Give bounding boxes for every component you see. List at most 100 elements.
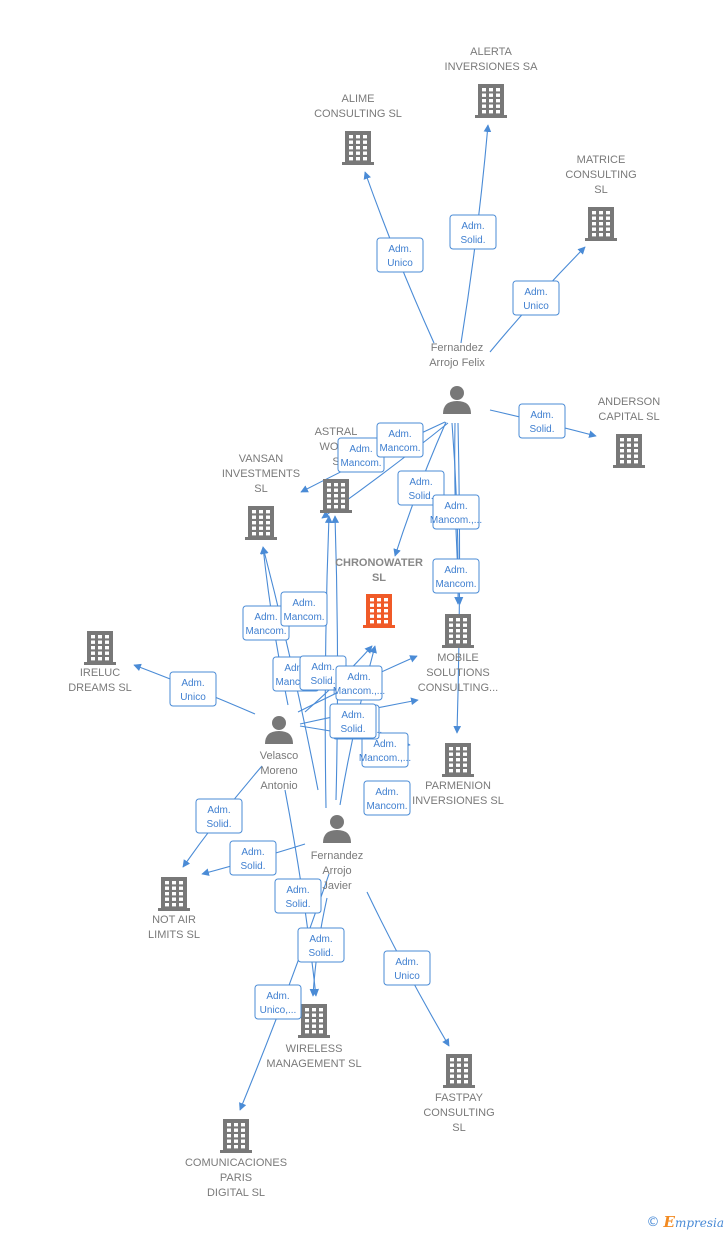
node-mobile[interactable]: MOBILESOLUTIONSCONSULTING... bbox=[418, 614, 498, 694]
node-label: Moreno bbox=[260, 765, 297, 777]
edge-label-text: Adm. bbox=[341, 710, 364, 721]
building-icon bbox=[320, 479, 352, 513]
node-label: WIRELESS bbox=[286, 1043, 343, 1055]
edge-label[interactable]: Adm. Unico bbox=[376, 237, 424, 273]
person-icon bbox=[323, 815, 351, 843]
edge-label-text: Adm. bbox=[309, 934, 332, 945]
node-alime[interactable]: ALIME CONSULTING SL bbox=[314, 93, 402, 165]
building-icon bbox=[220, 1119, 252, 1153]
edge-label[interactable]: Adm. Mancom.,... bbox=[430, 494, 482, 530]
edge-label-text: Adm. bbox=[254, 612, 277, 623]
edge-label-text: Mancom. bbox=[366, 801, 407, 812]
edge-label-text: Adm. bbox=[349, 444, 372, 455]
building-icon bbox=[363, 594, 395, 628]
edge-label-text: Unico bbox=[387, 258, 413, 269]
edge-label-text: Adm. bbox=[347, 672, 370, 683]
node-label: MANAGEMENT SL bbox=[266, 1058, 361, 1070]
node-label: Arrojo bbox=[322, 865, 351, 877]
edge-label-text: Mancom.,... bbox=[333, 686, 385, 697]
edge-label-text: Adm. bbox=[524, 287, 547, 298]
node-label: S bbox=[332, 456, 339, 468]
edge-label[interactable]: Adm.Unico bbox=[169, 671, 217, 707]
node-alerta[interactable]: ALERTA INVERSIONES SA bbox=[445, 46, 539, 118]
node-label: CONSULTING SL bbox=[314, 108, 402, 120]
edge-label[interactable]: Adm. Mancom. bbox=[363, 780, 411, 816]
edge-label-text: Adm. bbox=[461, 221, 484, 232]
edge-label-text: Solid. bbox=[308, 948, 333, 959]
person-icon bbox=[265, 716, 293, 744]
edge-label-text: Adm. bbox=[373, 739, 396, 750]
edge-label-text: Adm. bbox=[530, 410, 553, 421]
node-label: SL bbox=[254, 483, 267, 495]
edge-label-text: Mancom.,... bbox=[430, 515, 482, 526]
edge-label-text: Adm. bbox=[207, 805, 230, 816]
building-icon bbox=[442, 743, 474, 777]
node-label: INVESTMENTS bbox=[222, 468, 300, 480]
edge-label-text: Solid. bbox=[285, 899, 310, 910]
node-label: SL bbox=[452, 1122, 465, 1134]
edge-label[interactable]: Adm.Solid. bbox=[195, 798, 243, 834]
edge-label[interactable]: Adm. Solid. bbox=[449, 214, 497, 250]
node-label: ASTRAL bbox=[315, 426, 358, 438]
edge-label-text: Adm. bbox=[388, 244, 411, 255]
building-icon bbox=[342, 131, 374, 165]
node-label: SL bbox=[372, 572, 386, 584]
edge-label-text: Adm. bbox=[311, 662, 334, 673]
node-label: INVERSIONES SA bbox=[445, 61, 539, 73]
edge-label-text: Adm. bbox=[409, 477, 432, 488]
node-label: SOLUTIONS bbox=[426, 667, 490, 679]
node-label: Fernandez bbox=[431, 342, 484, 354]
edge-label-text: Solid. bbox=[310, 676, 335, 687]
edge-label[interactable]: Adm.Mancom. bbox=[280, 591, 328, 627]
node-label: ALIME bbox=[341, 93, 374, 105]
edge-label[interactable]: Adm. Solid. bbox=[274, 878, 322, 914]
node-label: Arrojo Felix bbox=[429, 357, 485, 369]
edge-label[interactable]: Adm.Mancom. bbox=[376, 422, 424, 458]
node-wireless[interactable]: WIRELESS MANAGEMENT SL bbox=[266, 1004, 362, 1070]
copyright-icon: © bbox=[646, 1214, 660, 1230]
node-label: ALERTA bbox=[470, 46, 512, 58]
edge-label-text: Mancom.,... bbox=[359, 753, 411, 764]
edge-label-text: Adm. bbox=[286, 885, 309, 896]
edge-label-text: Unico bbox=[394, 971, 420, 982]
edge-label-text: Mancom. bbox=[379, 443, 420, 454]
building-icon bbox=[443, 1054, 475, 1088]
edge-label[interactable]: Adm.Solid. bbox=[329, 703, 377, 739]
edge-label[interactable]: Adm. Mancom.,... bbox=[359, 732, 411, 768]
building-icon bbox=[158, 877, 190, 911]
edge-label[interactable]: Adm. Unico bbox=[512, 280, 560, 316]
edge-label-text: Adm. bbox=[284, 663, 307, 674]
building-icon bbox=[298, 1004, 330, 1038]
building-icon bbox=[442, 614, 474, 648]
edge-label[interactable]: Adm.Mancom. bbox=[432, 558, 480, 594]
edge-label[interactable]: Adm.Unico bbox=[383, 950, 431, 986]
edge-label[interactable]: Adm. Solid. bbox=[518, 403, 566, 439]
edge-label[interactable]: Adm.Unico,... bbox=[254, 984, 302, 1020]
edge-label[interactable]: Adm.Solid. bbox=[397, 470, 445, 506]
edge-label[interactable]: Adm. Solid. bbox=[297, 927, 345, 963]
edge-label-text: Unico bbox=[523, 301, 549, 312]
edge-label[interactable]: Adm.Solid. bbox=[229, 840, 277, 876]
edge-label-text: Solid. bbox=[460, 235, 485, 246]
edge-label-text: Adm. bbox=[444, 501, 467, 512]
edge-label-text: Unico,... bbox=[260, 1005, 297, 1016]
node-label: LIMITS SL bbox=[148, 929, 200, 941]
edge-label-text: Unico bbox=[180, 692, 206, 703]
edge-label-text: Solid. bbox=[529, 424, 554, 435]
edge-label[interactable]: Adm. Mancom.,... bbox=[333, 665, 385, 701]
edge-label-text: Adm. bbox=[375, 787, 398, 798]
building-icon bbox=[475, 84, 507, 118]
